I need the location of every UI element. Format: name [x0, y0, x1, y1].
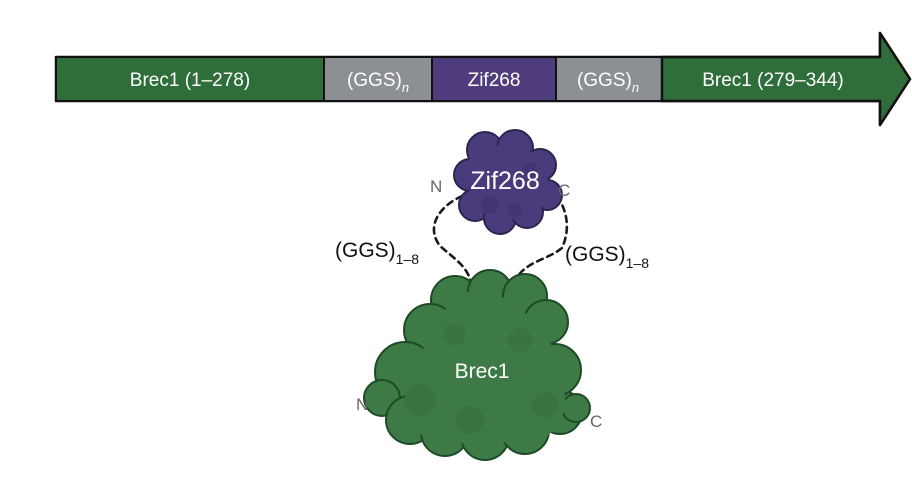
brec1-n-terminus-label: N: [356, 395, 368, 414]
zif268-n-terminus-label: N: [430, 177, 442, 196]
zif268-domain-blob: [453, 129, 563, 235]
segment-zif268-label: Zif268: [468, 70, 521, 91]
segment-brec1-c-label: Brec1 (279–344): [702, 70, 844, 91]
segment-brec1-n-label: Brec1 (1–278): [130, 70, 250, 91]
segment-linker-1-rect: [323, 56, 433, 102]
zif268-blob-shading: [481, 162, 538, 217]
brec1-blob-core: [399, 290, 572, 445]
brec1-domain-blob: [363, 269, 591, 461]
zif268-domain-label: Zif268: [470, 167, 539, 195]
construct-arrow: Brec1 (1–278) (GGS)n Zif268 (GGS)n Brec1…: [54, 31, 912, 127]
segment-brec1-n-rect: [55, 56, 325, 102]
brec1-c-terminus-label: C: [590, 412, 602, 431]
right-linker-label: (GGS)1–8: [565, 243, 649, 271]
zif268-blob-core: [466, 144, 550, 220]
left-linker-line: [432, 194, 474, 290]
zif268-c-terminus-label: C: [558, 181, 570, 200]
segment-linker-2-rect: [555, 56, 663, 102]
segment-linker-1-label: (GGS)n: [347, 70, 409, 95]
brec1-blob-shading: [404, 324, 558, 434]
segment-brec1-c-shape: [660, 31, 912, 127]
left-linker-label: (GGS)1–8: [335, 239, 419, 267]
brec1-domain-label: Brec1: [455, 360, 510, 383]
segment-linker-2-label: (GGS)n: [577, 70, 639, 95]
